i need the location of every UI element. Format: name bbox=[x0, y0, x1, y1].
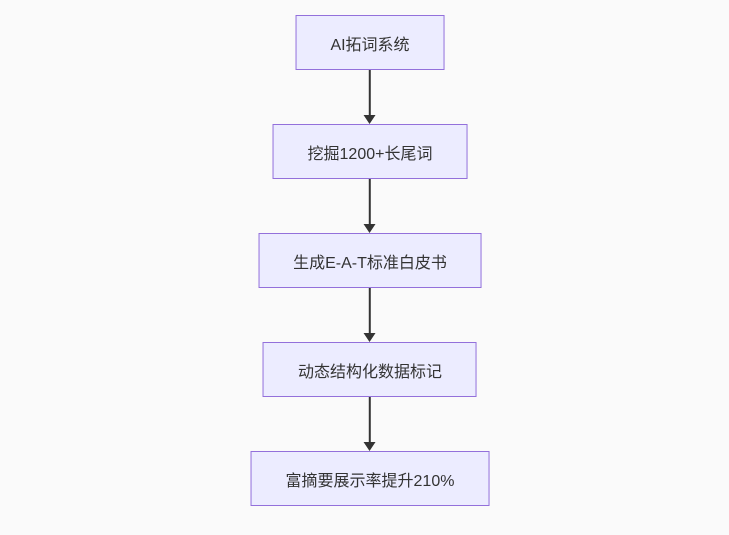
flow-node-longtail-mining: 挖掘1200+长尾词 bbox=[272, 124, 468, 179]
flowchart: AI拓词系统 挖掘1200+长尾词 生成E-A-T标准白皮书 动态结构化数据标记 bbox=[250, 15, 490, 506]
arrow-head-icon bbox=[364, 333, 376, 342]
flow-node-label: 挖掘1200+长尾词 bbox=[307, 145, 433, 163]
flow-node-label: AI拓词系统 bbox=[330, 36, 410, 54]
arrow-line bbox=[369, 397, 371, 446]
arrow-head-icon bbox=[364, 115, 376, 124]
flow-node-label: 动态结构化数据标记 bbox=[297, 363, 442, 381]
flow-arrow bbox=[363, 70, 377, 124]
arrow-head-icon bbox=[364, 224, 376, 233]
arrow-line bbox=[369, 70, 371, 119]
flow-arrow bbox=[363, 288, 377, 342]
flow-node-structured-data-markup: 动态结构化数据标记 bbox=[262, 342, 477, 397]
flow-arrow bbox=[363, 397, 377, 451]
flow-node-label: 生成E-A-T标准白皮书 bbox=[293, 254, 447, 272]
arrow-head-icon bbox=[364, 442, 376, 451]
flow-node-rich-snippet-rate: 富摘要展示率提升210% bbox=[250, 451, 490, 506]
flow-arrow bbox=[363, 179, 377, 233]
flow-node-ai-keyword-system: AI拓词系统 bbox=[295, 15, 445, 70]
flow-node-label: 富摘要展示率提升210% bbox=[285, 472, 455, 490]
flow-node-eat-whitepaper: 生成E-A-T标准白皮书 bbox=[258, 233, 482, 288]
arrow-line bbox=[369, 288, 371, 337]
arrow-line bbox=[369, 179, 371, 228]
